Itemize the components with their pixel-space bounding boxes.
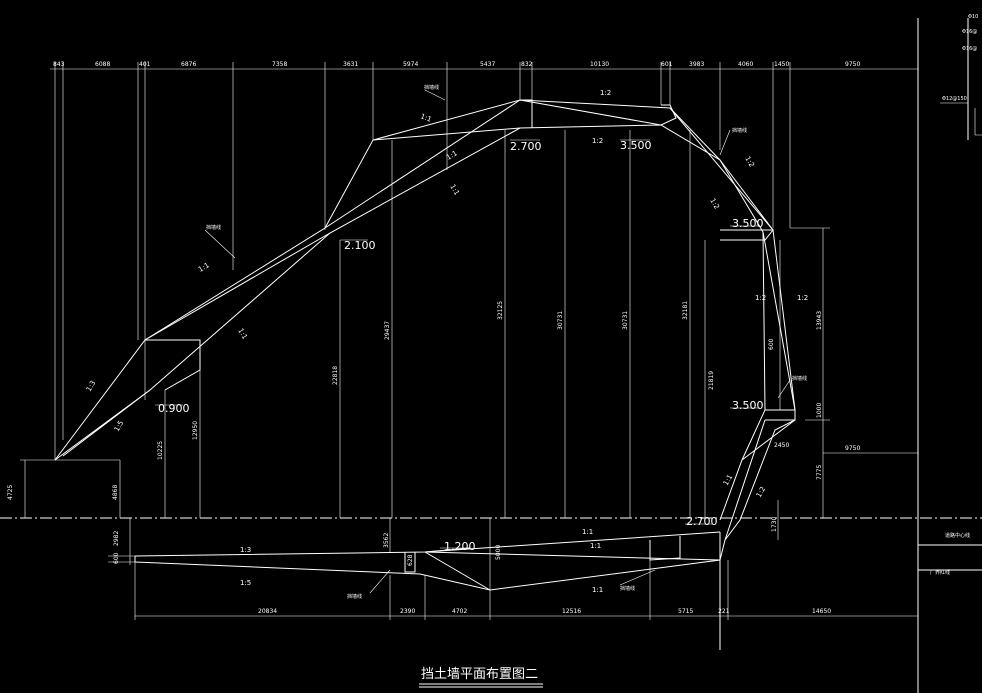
dim-bottom-5: 221 [718,608,730,615]
dim-v-13: 1000 [816,403,823,418]
dim-v-14: 7775 [816,465,823,480]
legend-item-3: Φ12@150 [942,96,967,102]
bottom-dimension-texts: 20834 2390 4702 12516 5715 221 14650 [258,608,831,615]
slope-11: 1:2 [743,155,756,169]
dim-top-3: 6876 [181,61,196,68]
dim-top-9: 10130 [590,61,609,68]
slope-0: 1:1 [419,112,432,123]
slope-17: 1:5 [113,419,126,433]
elevation-5: 3.500 [732,399,764,412]
drawing-title: 挡土墙平面布置图二 [419,667,543,688]
slope-3: 1:1 [448,183,461,197]
dim-top-13: 1450 [774,61,789,68]
dim-top-6: 5974 [403,61,418,68]
slope-7: 1:1 [582,528,593,536]
retaining-wall-label-4: 挡墙线 [347,593,362,600]
dim-top-8: 832 [521,61,533,68]
legend-item-0: Φ10 [968,14,978,20]
dim-top-10: 601 [661,61,673,68]
factory-boundary-label: 厂界红线 [930,569,950,576]
top-dimension-chain [50,62,918,460]
slope-4: 1:1 [197,261,211,274]
dim-h-misc-0: 9750 [845,445,860,452]
dim-top-11: 3983 [689,61,704,68]
slope-16: 1:3 [85,379,98,393]
slope-13: 1:2 [755,294,766,302]
dim-v-12: 600 [768,338,775,350]
retaining-wall-label-2: 挡墙线 [732,127,747,134]
elevation-0: 2.700 [510,140,542,153]
dim-v-2: 10225 [157,441,164,460]
vertical-dimension-lines [20,130,918,590]
dim-v-21: 2450 [774,442,789,449]
dim-v-16: 2982 [113,531,120,546]
slope-15: 1:2 [755,485,768,499]
dim-v-4: 22818 [332,366,339,385]
retaining-wall-outline [54,99,796,591]
retaining-wall-label-3: 挡墙线 [792,375,807,382]
dim-bottom-1: 2390 [400,608,415,615]
dim-v-17: 600 [113,552,120,564]
slope-14: 1:2 [797,294,808,302]
dim-top-2: 401 [139,61,151,68]
dim-bottom-0: 20834 [258,608,277,615]
elevation-7: 1.200 [444,540,476,553]
slope-8: 1:1 [592,586,603,594]
dim-v-8: 30731 [622,311,629,330]
road-center-label: 道路中心线 [945,532,970,539]
title: 挡土墙平面布置图二 [421,667,538,682]
slope-2: 1:2 [592,137,603,145]
elevation-4: 3.500 [732,217,764,230]
top-dimension-texts: 843 6088 401 6876 7358 3631 5974 5437 83… [53,61,860,68]
dim-bottom-4: 5715 [678,608,693,615]
dim-top-7: 5437 [480,61,495,68]
dim-top-4: 7358 [272,61,287,68]
dim-top-12: 4060 [738,61,753,68]
retaining-wall-label-0: 挡墙线 [424,84,439,91]
dim-top-14: 9750 [845,61,860,68]
dim-bottom-2: 4702 [452,608,467,615]
leader-labels: 挡墙线 挡墙线 挡墙线 挡墙线 挡墙线 挡墙线 道路中心线 厂界红线 [204,84,970,600]
slope-19: 1:1 [590,542,601,550]
dim-v-1: 4868 [112,485,119,500]
dim-v-11: 13943 [816,311,823,330]
slope-10: 1:5 [240,579,251,587]
vertical-dimension-texts: 4725 4868 10225 12950 22818 29437 32125 … [7,301,860,566]
slope-1: 1:2 [600,89,611,97]
retaining-wall-label-1: 挡墙线 [206,224,221,231]
legend: Φ10 Φ16@ Φ16@ Φ12@150 [940,14,982,136]
dim-bottom-3: 12516 [562,608,581,615]
dim-v-20: 5000 [495,545,502,560]
elevation-2: 2.100 [344,239,376,252]
bottom-dimension-chain [134,560,918,620]
dim-v-18: 3562 [383,533,390,548]
dim-v-15: 1730 [771,517,778,532]
retaining-wall-label-5: 挡墙线 [620,585,635,592]
legend-item-1: Φ16@ [962,29,977,35]
dim-top-1: 6088 [95,61,110,68]
dim-v-7: 30731 [557,311,564,330]
elevation-marks: 2.700 3.500 2.100 0.900 3.500 3.500 2.70… [155,139,764,553]
dim-top-5: 3631 [343,61,358,68]
dim-v-3: 12950 [192,421,199,440]
dim-v-0: 4725 [7,485,14,500]
slope-9: 1:3 [240,546,251,554]
dim-v-5: 29437 [384,321,391,340]
dim-v-19: 628 [407,554,414,566]
dim-v-6: 32125 [497,301,504,320]
legend-item-2: Φ16@ [962,46,977,52]
slope-5: 1:1 [236,327,249,341]
elevation-6: 2.700 [686,515,718,528]
dim-top-0: 843 [53,61,65,68]
dim-v-10: 21819 [708,371,715,390]
dim-v-9: 32181 [682,301,689,320]
slope-12: 1:2 [708,197,721,211]
dim-bottom-6: 14650 [812,608,831,615]
elevation-3: 0.900 [158,402,190,415]
elevation-1: 3.500 [620,139,652,152]
